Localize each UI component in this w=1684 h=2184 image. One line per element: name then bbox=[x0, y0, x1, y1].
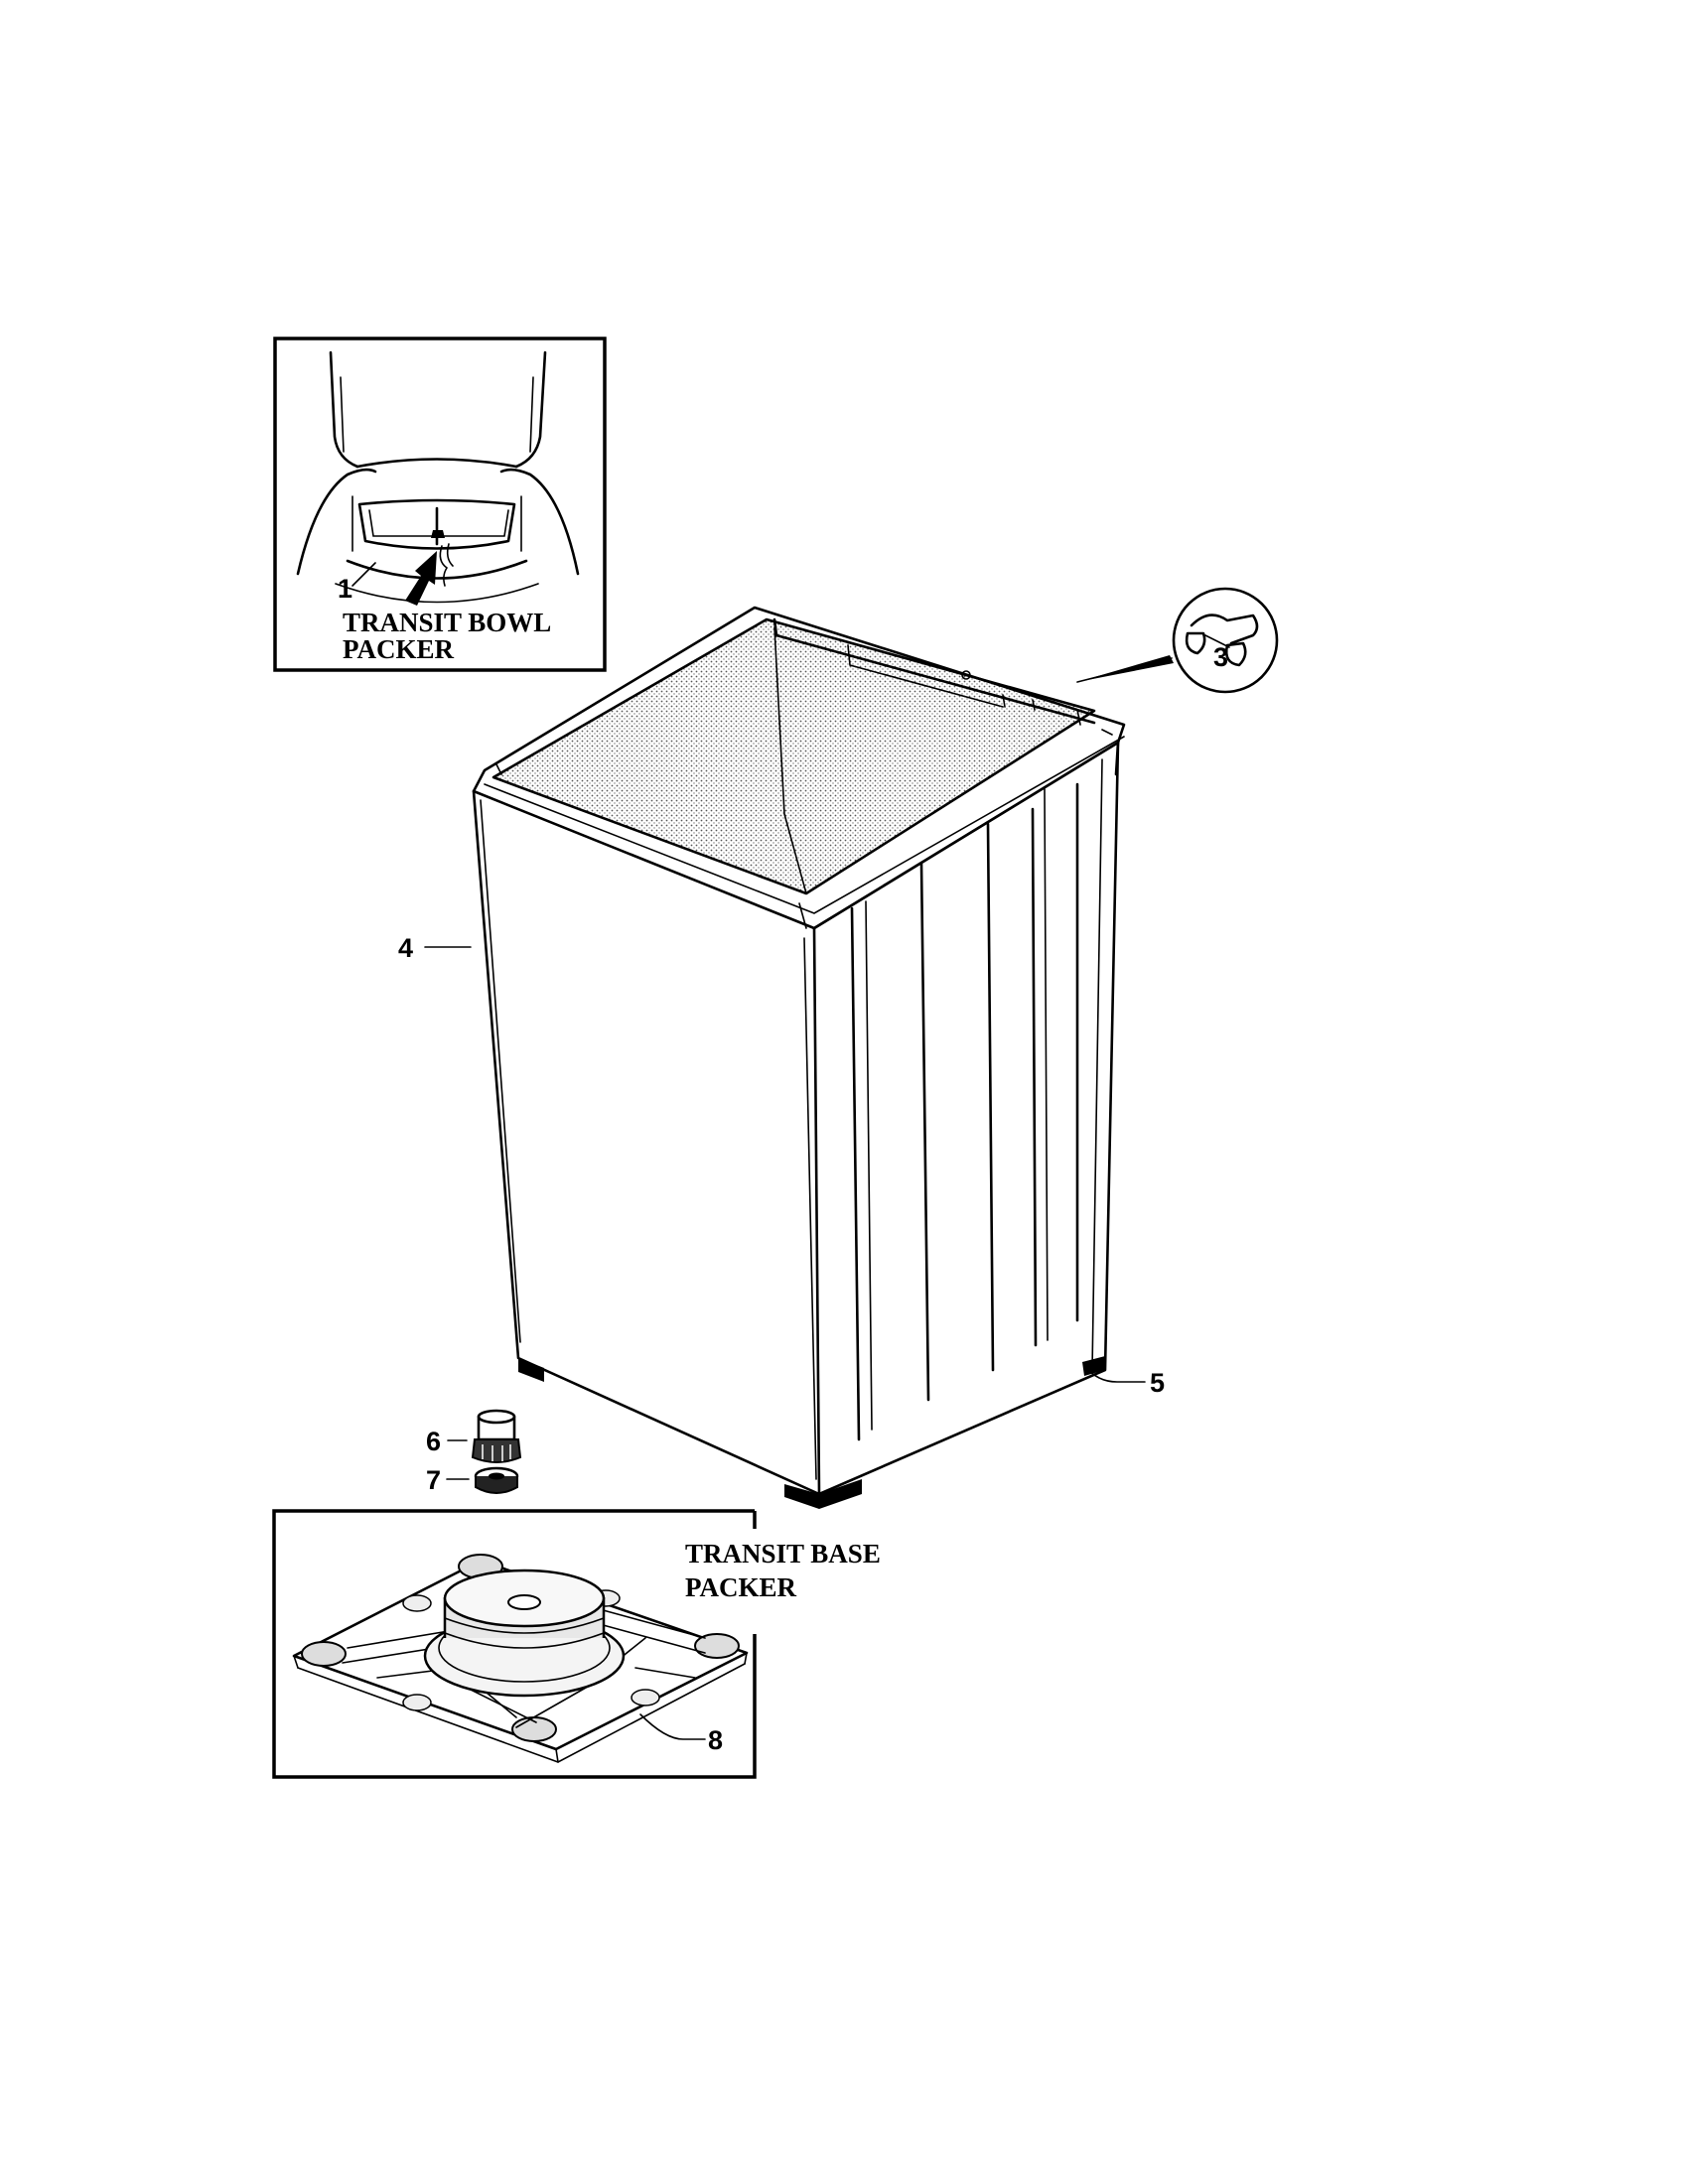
leader-line-8 bbox=[639, 1713, 706, 1740]
callout-8: 8 bbox=[708, 1725, 723, 1755]
transit-bowl-packer-inset: 1 TRANSIT BOWL PACKER bbox=[273, 337, 607, 672]
callout-5: 5 bbox=[1150, 1368, 1165, 1398]
cabinet-foot-right bbox=[1082, 1356, 1105, 1376]
leader-line-1 bbox=[351, 562, 376, 587]
bowl-packer-illustration bbox=[296, 350, 580, 606]
callout-6: 6 bbox=[426, 1427, 441, 1456]
detail-circle-3 bbox=[1172, 587, 1279, 694]
leader-line-5 bbox=[1084, 1365, 1146, 1383]
base-packer-illustration bbox=[292, 1554, 749, 1763]
bowl-packer-caption-line2: PACKER bbox=[343, 634, 454, 664]
part-3-clip: 3 bbox=[1076, 587, 1279, 694]
callout-4: 4 bbox=[398, 933, 413, 963]
callout-3: 3 bbox=[1213, 642, 1228, 672]
bowl-packer-caption-line1: TRANSIT BOWL bbox=[343, 608, 551, 637]
washer-cabinet bbox=[472, 606, 1126, 1509]
cabinet-top-opening bbox=[493, 619, 1094, 893]
base-packer-caption-line1: TRANSIT BASE bbox=[685, 1539, 881, 1569]
part-6-levelling-foot bbox=[471, 1409, 522, 1463]
base-packer-caption-line2: PACKER bbox=[685, 1572, 796, 1602]
callout-7: 7 bbox=[426, 1465, 441, 1495]
cabinet-foot-front bbox=[784, 1479, 862, 1509]
cabinet-foot-left bbox=[518, 1358, 544, 1382]
transit-base-packer-inset: 8 TRANSIT BASE PACKER bbox=[272, 1509, 881, 1779]
part-7-foot-pad bbox=[474, 1466, 519, 1494]
callout-1: 1 bbox=[338, 574, 352, 604]
inset-frame-base bbox=[272, 1509, 757, 1779]
inset-frame-bowl bbox=[273, 337, 607, 672]
